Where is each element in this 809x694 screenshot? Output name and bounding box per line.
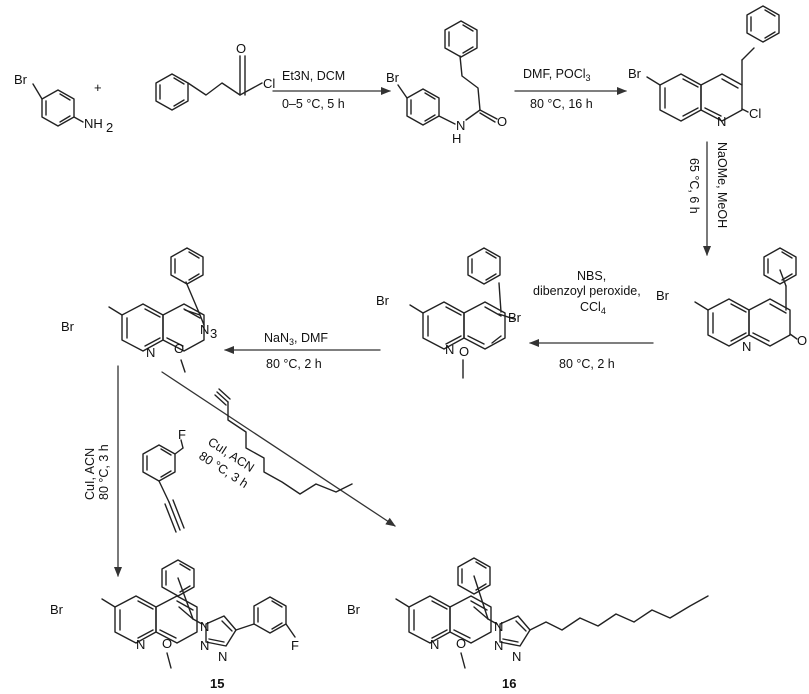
step1-reagents: Et3N, DCM [282, 69, 345, 83]
compound15-triazole-n3-label: N [218, 649, 227, 664]
step5-reagents-subscript: 3 [289, 337, 294, 347]
decyne-structure [214, 388, 353, 495]
amide-br-label: Br [386, 70, 400, 85]
azide-n-label: N [146, 345, 155, 360]
compound16-br-label: Br [347, 602, 361, 617]
step6-conditions: 80 °C, 3 h [97, 444, 111, 500]
methoxyquinoline-structure: Br N O [656, 247, 807, 354]
bromide-br-label: Br [376, 293, 390, 308]
chloroquinoline-br-label: Br [628, 66, 642, 81]
fluorophenylacetylene-structure: F [142, 427, 186, 533]
step3-conditions: 65 °C, 6 h [687, 158, 701, 214]
step2-conditions: 80 °C, 16 h [530, 97, 593, 111]
reaction-arrow-7 [161, 371, 396, 527]
amide-o-label: O [497, 114, 507, 129]
bromoaniline-br-label: Br [14, 72, 28, 87]
acyl-chloride-cl-label: Cl [263, 76, 275, 91]
compound15-br-label: Br [50, 602, 64, 617]
amide-intermediate-structure: Br N H O [386, 20, 507, 146]
step4-conditions: 80 °C, 2 h [559, 357, 615, 371]
bromoaniline-nh2-subscript: 2 [106, 120, 113, 135]
step4-reagent-nbs: NBS, [577, 269, 606, 283]
bromide-benzylic-br-label: Br [508, 310, 522, 325]
compound16-n-label: N [430, 637, 439, 652]
compound-16-number: 16 [502, 676, 516, 691]
azide-o-label: O [174, 341, 184, 356]
step5-reagents-prefix: NaN [264, 331, 289, 345]
step2-reagents-prefix: DMF, POCl [523, 67, 586, 81]
amide-n-label: N [456, 118, 465, 133]
chloroquinoline-n-label: N [717, 114, 726, 129]
chloroquinoline-structure: Br N Cl [628, 5, 780, 129]
step4-solvent: CCl4 [580, 300, 606, 316]
methoxyquinoline-br-label: Br [656, 288, 670, 303]
azide-intermediate-structure: Br N O N 3 [61, 247, 217, 373]
step2-reagents: DMF, POCl3 [523, 67, 591, 83]
compound16-triazole-n1-label: N [494, 619, 503, 634]
bromoaniline-nh2-label: NH [84, 116, 103, 131]
bromide-n-label: N [445, 342, 454, 357]
hydrocinnamoyl-chloride-structure: O Cl [155, 41, 275, 111]
compound15-n-label: N [136, 637, 145, 652]
step1-conditions: 0–5 °C, 5 h [282, 97, 345, 111]
step5-reagents: NaN3, DMF [264, 331, 328, 347]
plus-sign: + [94, 80, 102, 95]
compound-15-number: 15 [210, 676, 224, 691]
fluoro-alkyne-f-label: F [178, 427, 186, 442]
benzylic-bromide-structure: Br N O Br [376, 247, 522, 379]
step2-reagents-subscript: 3 [586, 73, 591, 83]
step5-reagents-suffix: , DMF [294, 331, 328, 345]
methoxyquinoline-n-label: N [742, 339, 751, 354]
step4-reagent-peroxide: dibenzoyl peroxide, [533, 284, 641, 298]
compound16-o-label: O [456, 636, 466, 651]
azide-n3-subscript: 3 [210, 326, 217, 341]
azide-n3-label: N [200, 322, 209, 337]
compound15-triazole-n2-label: N [200, 638, 209, 653]
step3-reagents: NaOMe, MeOH [715, 142, 729, 228]
step4-solvent-prefix: CCl [580, 300, 601, 314]
chloroquinoline-cl-label: Cl [749, 106, 761, 121]
compound15-triazole-n1-label: N [200, 619, 209, 634]
azide-br-label: Br [61, 319, 75, 334]
compound16-triazole-n2-label: N [494, 638, 503, 653]
compound15-f-label: F [291, 638, 299, 653]
step6-reagents: CuI, ACN [83, 448, 97, 500]
step4-solvent-subscript: 4 [601, 306, 606, 316]
compound16-triazole-n3-label: N [512, 649, 521, 664]
acyl-chloride-o-label: O [236, 41, 246, 56]
compound15-o-label: O [162, 636, 172, 651]
bromide-o-label: O [459, 344, 469, 359]
methoxyquinoline-o-label: O [797, 333, 807, 348]
step5-conditions: 80 °C, 2 h [266, 357, 322, 371]
compound-15-structure: Br N O N N N F [50, 559, 299, 669]
amide-h-label: H [452, 131, 461, 146]
bromoaniline-structure: Br NH 2 [14, 72, 113, 135]
compound-16-structure: Br N O N N N [347, 557, 709, 669]
